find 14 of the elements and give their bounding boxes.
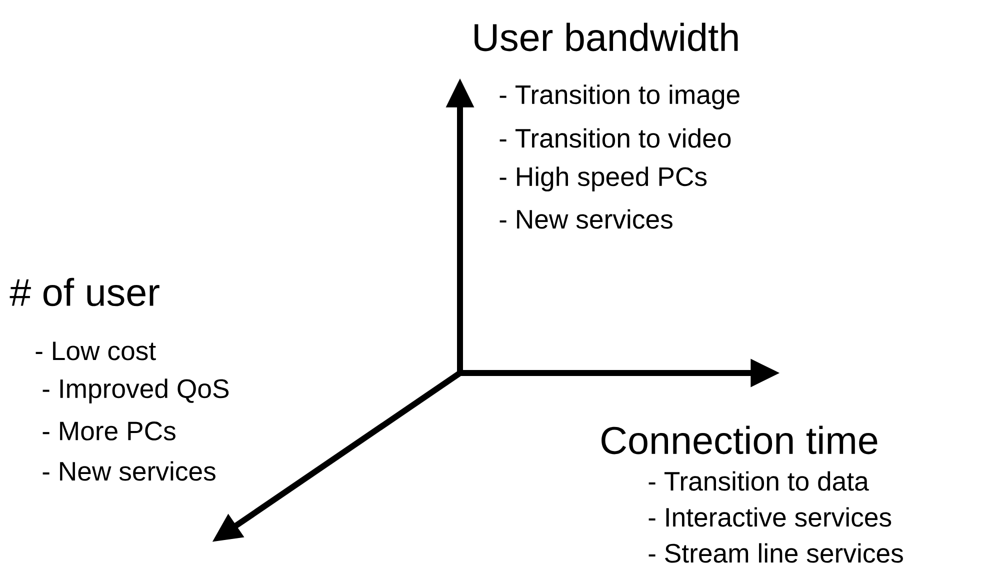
axis-title: User bandwidth — [474, 22, 738, 52]
list-item: - Low cost — [36, 342, 156, 360]
list-item: - New services — [42, 461, 216, 481]
list-item: - Improved QoS — [42, 378, 229, 404]
axis-title: Connection time — [602, 426, 878, 454]
list-item: - High speed PCs — [500, 166, 707, 192]
list-item: - Interactive services — [648, 507, 892, 527]
axis-title: # of user — [10, 278, 160, 306]
list-item: - Transition to video — [500, 128, 731, 148]
list-item: - More PCs — [42, 422, 176, 440]
list-item: - Transition to data — [648, 471, 869, 491]
list-item: - Stream line services — [648, 543, 903, 563]
list-item: - New services — [500, 209, 672, 229]
list-item: - Transition to image — [500, 84, 740, 110]
